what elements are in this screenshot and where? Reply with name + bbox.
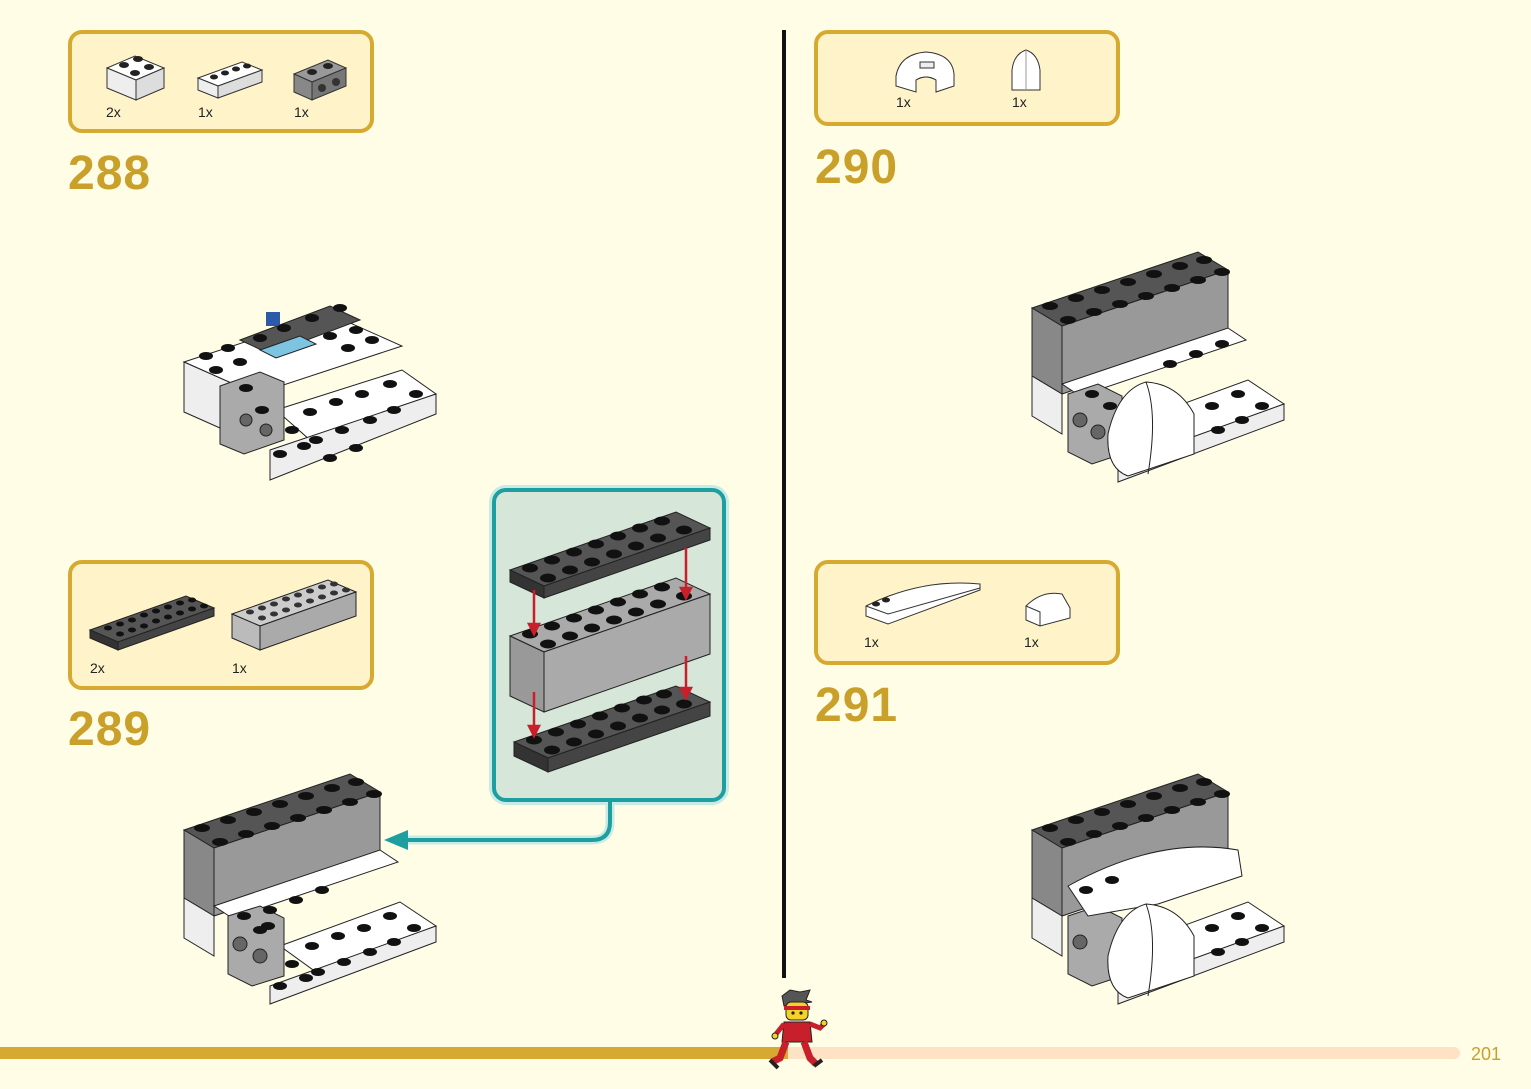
step-290-model-illustration [1030,251,1286,483]
white-brick-2x2-icon [105,55,166,101]
page-number: 201 [1471,1044,1502,1064]
step-288-part-1-qty: 2x [106,104,121,120]
white-slope-small-icon [1025,592,1071,627]
black-plate-2x8-icon [88,595,216,651]
white-plate-1x4-icon [196,61,264,99]
minifigure-mascot-icon [768,989,828,1070]
parts-box-step-289: 2x 1x [68,560,374,690]
callout-connector-arrow [384,802,615,850]
step-288-part-3-qty: 1x [294,104,309,120]
step-288-model-illustration [182,304,438,481]
step-289-part-2-qty: 1x [232,660,247,676]
parts-box-step-290: 1x 1x [814,30,1120,126]
grey-brick-2x8-icon [230,579,358,651]
step-number-291: 291 [815,679,899,732]
step-number-289: 289 [68,703,152,756]
page-divider [782,30,786,978]
white-arch-piece-icon [895,51,955,93]
white-curved-slope-long-icon [865,582,981,625]
step-288-part-2-qty: 1x [198,104,213,120]
step-291-model-illustration [1030,773,1286,1005]
grey-technic-brick-icon [292,59,348,101]
step-290-part-2-qty: 1x [1012,94,1027,110]
step-291-part-2-qty: 1x [1024,634,1039,650]
sub-assembly-callout [492,488,726,802]
step-number-288: 288 [68,147,152,200]
step-290-part-1-qty: 1x [896,94,911,110]
sub-assembly-illustration [508,511,712,773]
step-number-290: 290 [815,141,899,194]
parts-box-step-288: 2x 1x 1x [68,30,374,133]
step-289-model-illustration [182,773,438,1005]
white-curved-slope-icon [1011,49,1041,91]
step-289-part-1-qty: 2x [90,660,105,676]
step-291-part-1-qty: 1x [864,634,879,650]
progress-fill [0,1047,789,1059]
parts-box-step-291: 1x 1x [814,560,1120,665]
